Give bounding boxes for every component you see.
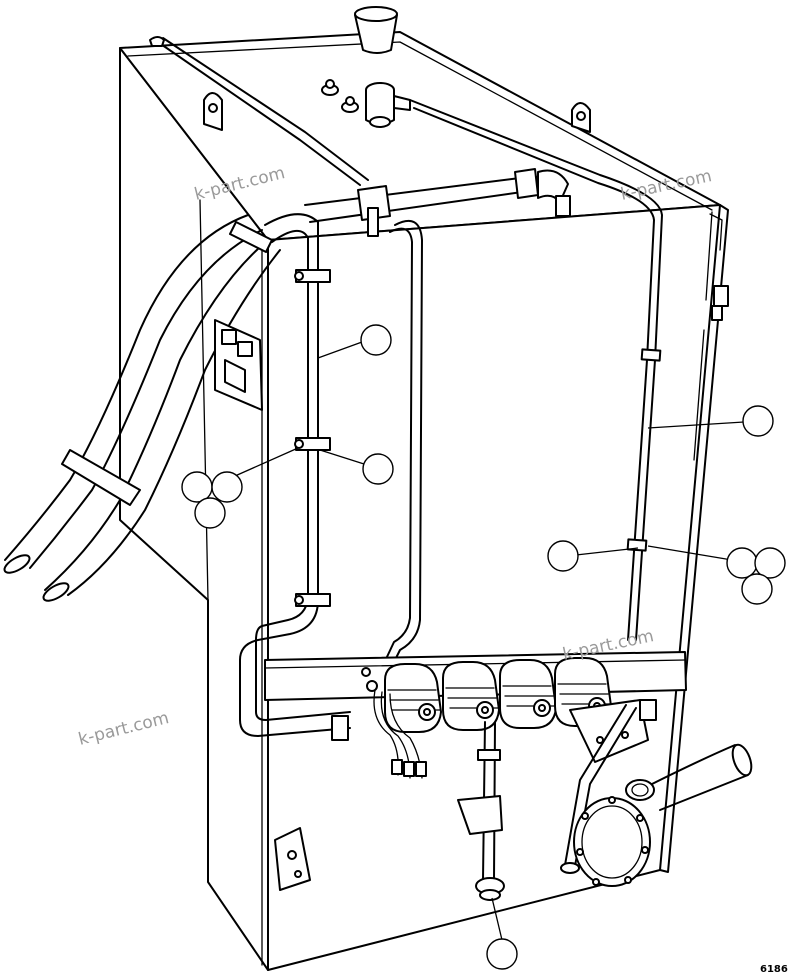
left-return-pipe (239, 213, 351, 741)
solenoid-valve-3 (499, 659, 557, 729)
cleanout-cover (573, 796, 651, 887)
callout-5 (194, 497, 226, 529)
top-right-pipe (409, 99, 663, 641)
solenoid-valve-2 (442, 661, 500, 731)
watermark-4: k-part.com (76, 708, 171, 750)
right-side-fittings (709, 213, 729, 321)
middle-pipe (377, 220, 423, 681)
top-hose (304, 168, 571, 223)
top-fittings (321, 79, 359, 113)
callout-3 (181, 471, 213, 503)
callout-7 (547, 540, 579, 572)
breather-valve (365, 82, 411, 128)
mount-bracket (274, 827, 311, 891)
tank-right-flange (659, 204, 729, 873)
figure-number: 61861 (760, 964, 789, 975)
callout-leaders (225, 341, 745, 941)
callout-9 (754, 547, 786, 579)
wiring-harness (361, 667, 427, 779)
top-left-pipe (149, 36, 369, 186)
callout-4 (211, 471, 243, 503)
side-bracket (214, 319, 263, 411)
suction-hose (625, 743, 753, 811)
lifting-eye-right (571, 102, 591, 133)
callouts (181, 324, 786, 970)
callout-6 (742, 405, 774, 437)
outlet-hoses (3, 214, 281, 602)
callout-2 (362, 453, 394, 485)
callout-8 (726, 547, 758, 579)
tank-top-rim (127, 41, 713, 211)
solenoid-valve-1 (384, 663, 442, 733)
cover-plate-pipe (560, 704, 637, 874)
callout-1 (360, 324, 392, 356)
callout-11 (486, 938, 518, 970)
filler-neck (354, 6, 398, 54)
lower-pipe (457, 721, 505, 901)
top-clamp (357, 185, 391, 237)
callout-10 (741, 573, 773, 605)
lifting-eye-left (203, 92, 223, 131)
